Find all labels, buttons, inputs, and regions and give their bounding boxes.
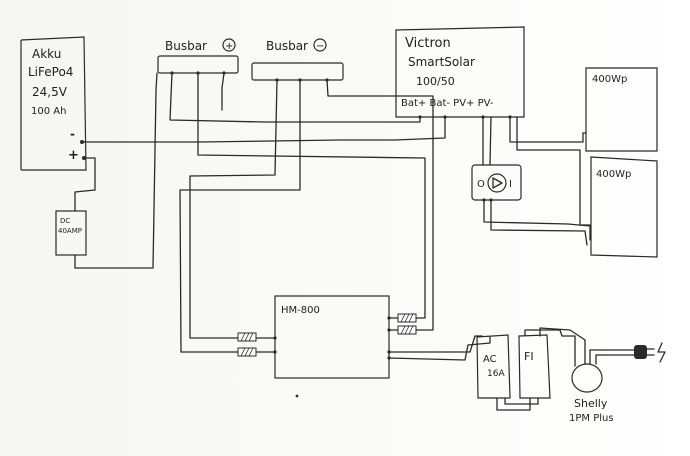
- controller-terminals: Bat+ Bat- PV+ PV-: [401, 98, 494, 109]
- busbar-minus-label: Busbar: [266, 39, 308, 53]
- wire-busbar-plus-to-inverter-top: [197, 72, 426, 319]
- ac-plug-icon: [602, 342, 666, 363]
- dc-breaker-label-2: 40AMP: [58, 227, 82, 235]
- solar-panel-2: 400Wp: [590, 156, 658, 258]
- controller-label-2: SmartSolar: [408, 55, 475, 69]
- wire-busbar-plus-to-bat-plus: [169, 72, 421, 123]
- shelly-label-2: 1PM Plus: [569, 413, 614, 424]
- hm800-inverter: HM-800: [274, 295, 390, 379]
- inverter-label: HM-800: [281, 305, 320, 316]
- battery-label-3: 24,5V: [32, 85, 68, 99]
- wire-fi-to-shelly-1: [524, 329, 576, 367]
- battery-label-4: 100 Ah: [31, 106, 66, 117]
- panel-1-label: 400Wp: [592, 74, 627, 85]
- busbar-minus: Busbar −: [251, 38, 344, 81]
- shelly-1pm-plus: Shelly 1PM Plus: [569, 363, 614, 424]
- controller-label-3: 100/50: [416, 75, 455, 88]
- busbar-plus-sign: +: [225, 41, 233, 52]
- ac-wiring: [388, 327, 604, 411]
- wire-busbar-minus-to-inverter-3: [326, 79, 434, 331]
- terminal-dots: [80, 71, 512, 398]
- battery: Akku LiFePo4 24,5V 100 Ah - +: [20, 36, 87, 171]
- wire-shelly-to-plug: [589, 349, 604, 365]
- battery-label-1: Akku: [32, 47, 61, 61]
- wire-pv-to-switch: [482, 116, 492, 166]
- battery-label-2: LiFePo4: [28, 65, 73, 79]
- wire-battery-minus: [81, 116, 446, 143]
- ac-breaker-label-1: AC: [483, 354, 497, 365]
- pv-disconnect-switch: O I: [471, 164, 522, 201]
- controller-label-1: Victron: [405, 36, 451, 51]
- victron-charge-controller: Victron SmartSolar 100/50 Bat+ Bat- PV+ …: [395, 26, 525, 118]
- wire-busbar-minus-to-inverter-1: [189, 79, 278, 339]
- wire-controller-to-panel-1: [509, 116, 584, 143]
- fuse-2: [237, 347, 257, 357]
- busbar-plus-label: Busbar: [165, 39, 207, 53]
- panel-2-label: 400Wp: [596, 169, 631, 180]
- wire-fi-to-shelly-2: [539, 327, 586, 365]
- pv-switch-on: I: [509, 179, 512, 190]
- wire-panel-series: [579, 132, 591, 226]
- solar-panel-1: 400Wp: [585, 67, 658, 152]
- pv-switch-off: O: [477, 179, 485, 190]
- fuse-3: [397, 313, 417, 323]
- wire-switch-to-panel-2b: [490, 199, 588, 246]
- busbar-plus: Busbar +: [157, 38, 239, 74]
- wire-breaker-to-busbar-plus: [74, 72, 158, 269]
- wire-switch-to-panel-2a: [483, 199, 591, 241]
- busbar-minus-sign: −: [316, 41, 324, 52]
- wire-inverter-ac-2: [388, 336, 491, 361]
- wire-busbar-plus-stub: [221, 72, 225, 111]
- shelly-label-1: Shelly: [574, 397, 608, 410]
- wire-inverter-to-fuses: [388, 317, 399, 331]
- dc-wiring: [74, 72, 591, 353]
- ac-breaker-label-2: 16A: [487, 369, 505, 379]
- battery-plus-label: +: [68, 148, 79, 163]
- wire-inverter-ac-1: [388, 335, 483, 353]
- rcd-fi: FI: [518, 334, 551, 399]
- dc-breaker: DC 40AMP: [55, 210, 87, 256]
- ac-breaker: AC 16A: [476, 334, 511, 399]
- wire-fuses-to-inverter: [255, 337, 276, 353]
- rcd-label: FI: [524, 350, 534, 363]
- wire-controller-panel-loop: [516, 116, 581, 226]
- dc-breaker-label-1: DC: [60, 217, 70, 225]
- fuse-1: [237, 332, 257, 342]
- wire-busbar-minus-to-inverter-2: [179, 79, 301, 353]
- fuse-4: [397, 325, 417, 335]
- wire-ac-breaker-to-fi-2: [504, 397, 539, 405]
- inline-fuses: [237, 313, 417, 357]
- battery-minus-label: -: [70, 127, 75, 141]
- wire-battery-plus-to-breaker: [74, 157, 96, 212]
